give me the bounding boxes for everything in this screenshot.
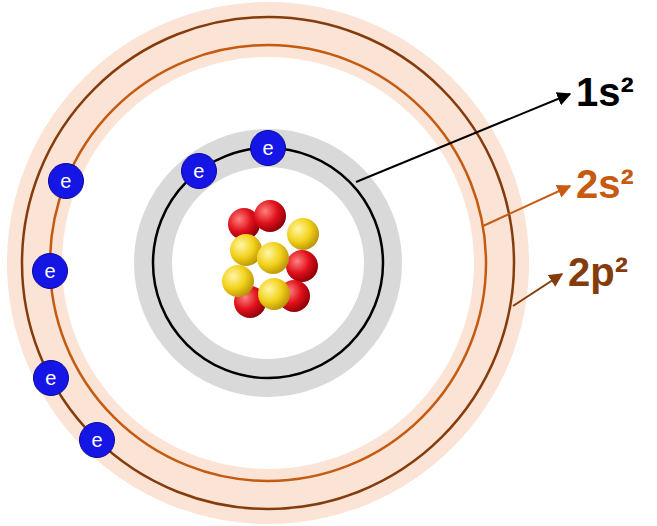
electron-label: e [92, 430, 103, 450]
leader-arrow [513, 274, 562, 306]
electron: e [48, 163, 84, 199]
orbital-label: 2p² [568, 252, 628, 292]
orbit-2s [50, 45, 486, 481]
orbital-label: 2s² [576, 164, 634, 204]
electron: e [32, 253, 68, 289]
electron: e [181, 153, 217, 189]
leader-arrow [483, 186, 570, 226]
orbit-1s [153, 148, 383, 378]
orbit-2p [22, 17, 514, 509]
outer-shell [7, 2, 529, 524]
inner-space [62, 57, 474, 469]
leader-arrow [356, 94, 570, 182]
orbital-label: 1s² [576, 72, 634, 112]
electron-label: e [60, 171, 71, 191]
nucleus [222, 200, 319, 318]
electron: e [250, 130, 286, 166]
electron: e [79, 422, 115, 458]
shell-1 [153, 148, 383, 378]
electron-label: e [45, 261, 56, 281]
electron-label: e [193, 161, 204, 181]
electron-label: e [45, 368, 56, 388]
electron-label: e [262, 138, 273, 158]
